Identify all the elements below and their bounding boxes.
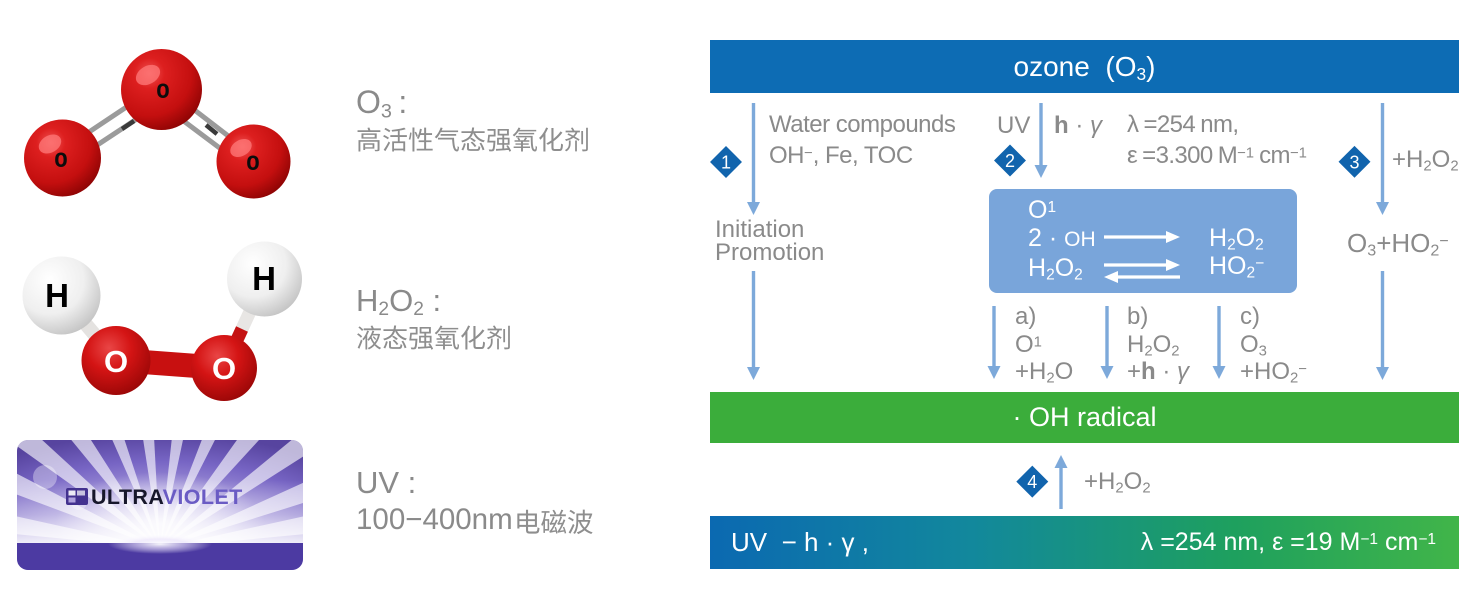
svg-text:ULTRAVIOLET: ULTRAVIOLET	[91, 485, 243, 509]
svg-text:O: O	[156, 80, 169, 105]
svg-text:2: 2	[1005, 151, 1015, 171]
svg-text:H: H	[252, 260, 276, 297]
svg-text:3: 3	[1349, 152, 1359, 172]
svg-text:O: O	[104, 344, 128, 379]
svg-text:4: 4	[1027, 472, 1037, 492]
svg-text:O: O	[54, 149, 67, 174]
svg-text:O: O	[212, 351, 236, 386]
svg-text:H: H	[45, 277, 69, 314]
svg-text:O: O	[246, 152, 259, 177]
svg-text:1: 1	[721, 153, 731, 173]
